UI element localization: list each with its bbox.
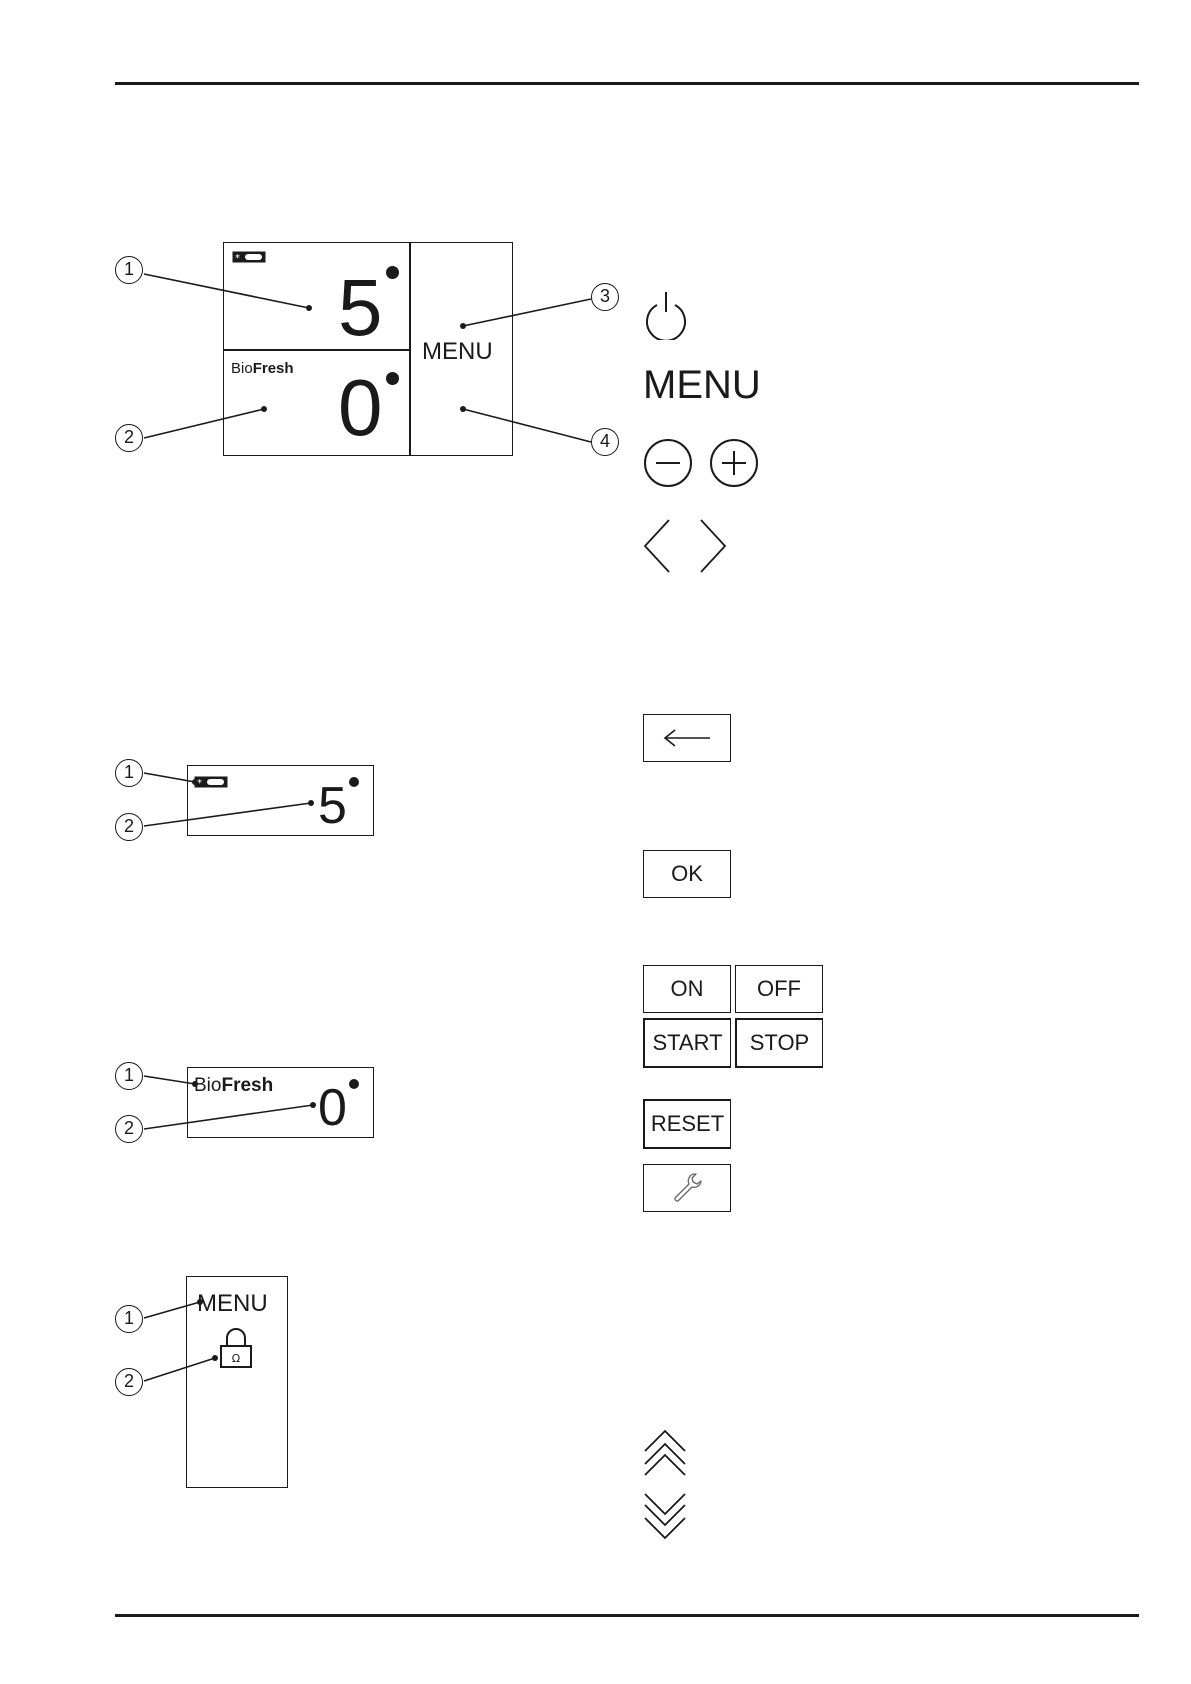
stop-button[interactable]: STOP xyxy=(735,1018,823,1068)
ok-button[interactable]: OK xyxy=(643,850,731,898)
callout-2: 2 xyxy=(115,424,143,452)
double-chevron-up-icon[interactable] xyxy=(643,1427,687,1477)
callout-2: 2 xyxy=(115,813,143,841)
minus-icon[interactable] xyxy=(643,438,693,488)
back-arrow-icon xyxy=(663,729,710,747)
biofresh-label: BioFresh xyxy=(231,360,294,377)
svg-text:*: * xyxy=(197,778,202,788)
biofresh-display-leaders xyxy=(143,1075,316,1130)
svg-text:Ω: Ω xyxy=(232,1352,240,1365)
lock-icon: Ω xyxy=(220,1328,252,1368)
menu-symbol[interactable]: MENU xyxy=(643,363,761,407)
menu-display-frame xyxy=(186,1276,288,1488)
degree-dot xyxy=(386,266,399,279)
biofresh-label: BioFresh xyxy=(194,1075,274,1096)
power-icon[interactable] xyxy=(643,288,689,340)
biofresh-display-frame xyxy=(187,1067,374,1138)
start-button[interactable]: START xyxy=(643,1018,731,1068)
callout-1: 1 xyxy=(115,1305,143,1333)
plus-icon[interactable] xyxy=(709,438,759,488)
svg-text:*: * xyxy=(235,253,240,263)
bottom-rule xyxy=(115,1614,1139,1617)
menu-display-leaders xyxy=(143,1299,218,1382)
service-button[interactable] xyxy=(643,1164,731,1212)
reset-button[interactable]: RESET xyxy=(643,1099,731,1149)
fridge-display-leaders xyxy=(143,772,314,827)
degree-dot xyxy=(349,777,359,787)
fridge-temperature: 5 xyxy=(318,777,347,835)
fridge-temperature: 5 xyxy=(338,263,383,352)
biofresh-temperature: 0 xyxy=(318,1079,347,1137)
main-display-divider-h xyxy=(223,349,410,351)
back-button[interactable] xyxy=(643,714,731,762)
main-display-leaders xyxy=(143,273,592,443)
degree-dot xyxy=(386,372,399,385)
callout-4: 4 xyxy=(591,428,619,456)
fridge-snowflake-icon: * xyxy=(232,251,266,263)
menu-label: MENU xyxy=(197,1290,268,1317)
chevron-right-icon[interactable] xyxy=(697,518,727,574)
menu-label: MENU xyxy=(422,338,493,365)
callout-1: 1 xyxy=(115,1062,143,1090)
top-rule xyxy=(115,82,1139,85)
degree-dot xyxy=(349,1079,359,1089)
biofresh-temperature: 0 xyxy=(338,363,383,452)
double-chevron-down-icon[interactable] xyxy=(643,1492,687,1542)
wrench-icon xyxy=(674,1173,702,1202)
off-button[interactable]: OFF xyxy=(735,965,823,1013)
callout-3: 3 xyxy=(591,283,619,311)
callout-1: 1 xyxy=(115,759,143,787)
fridge-snowflake-icon: * xyxy=(194,776,228,788)
on-button[interactable]: ON xyxy=(643,965,731,1013)
callout-2: 2 xyxy=(115,1115,143,1143)
callout-2: 2 xyxy=(115,1368,143,1396)
chevron-left-icon[interactable] xyxy=(643,518,673,574)
callout-1: 1 xyxy=(115,256,143,284)
